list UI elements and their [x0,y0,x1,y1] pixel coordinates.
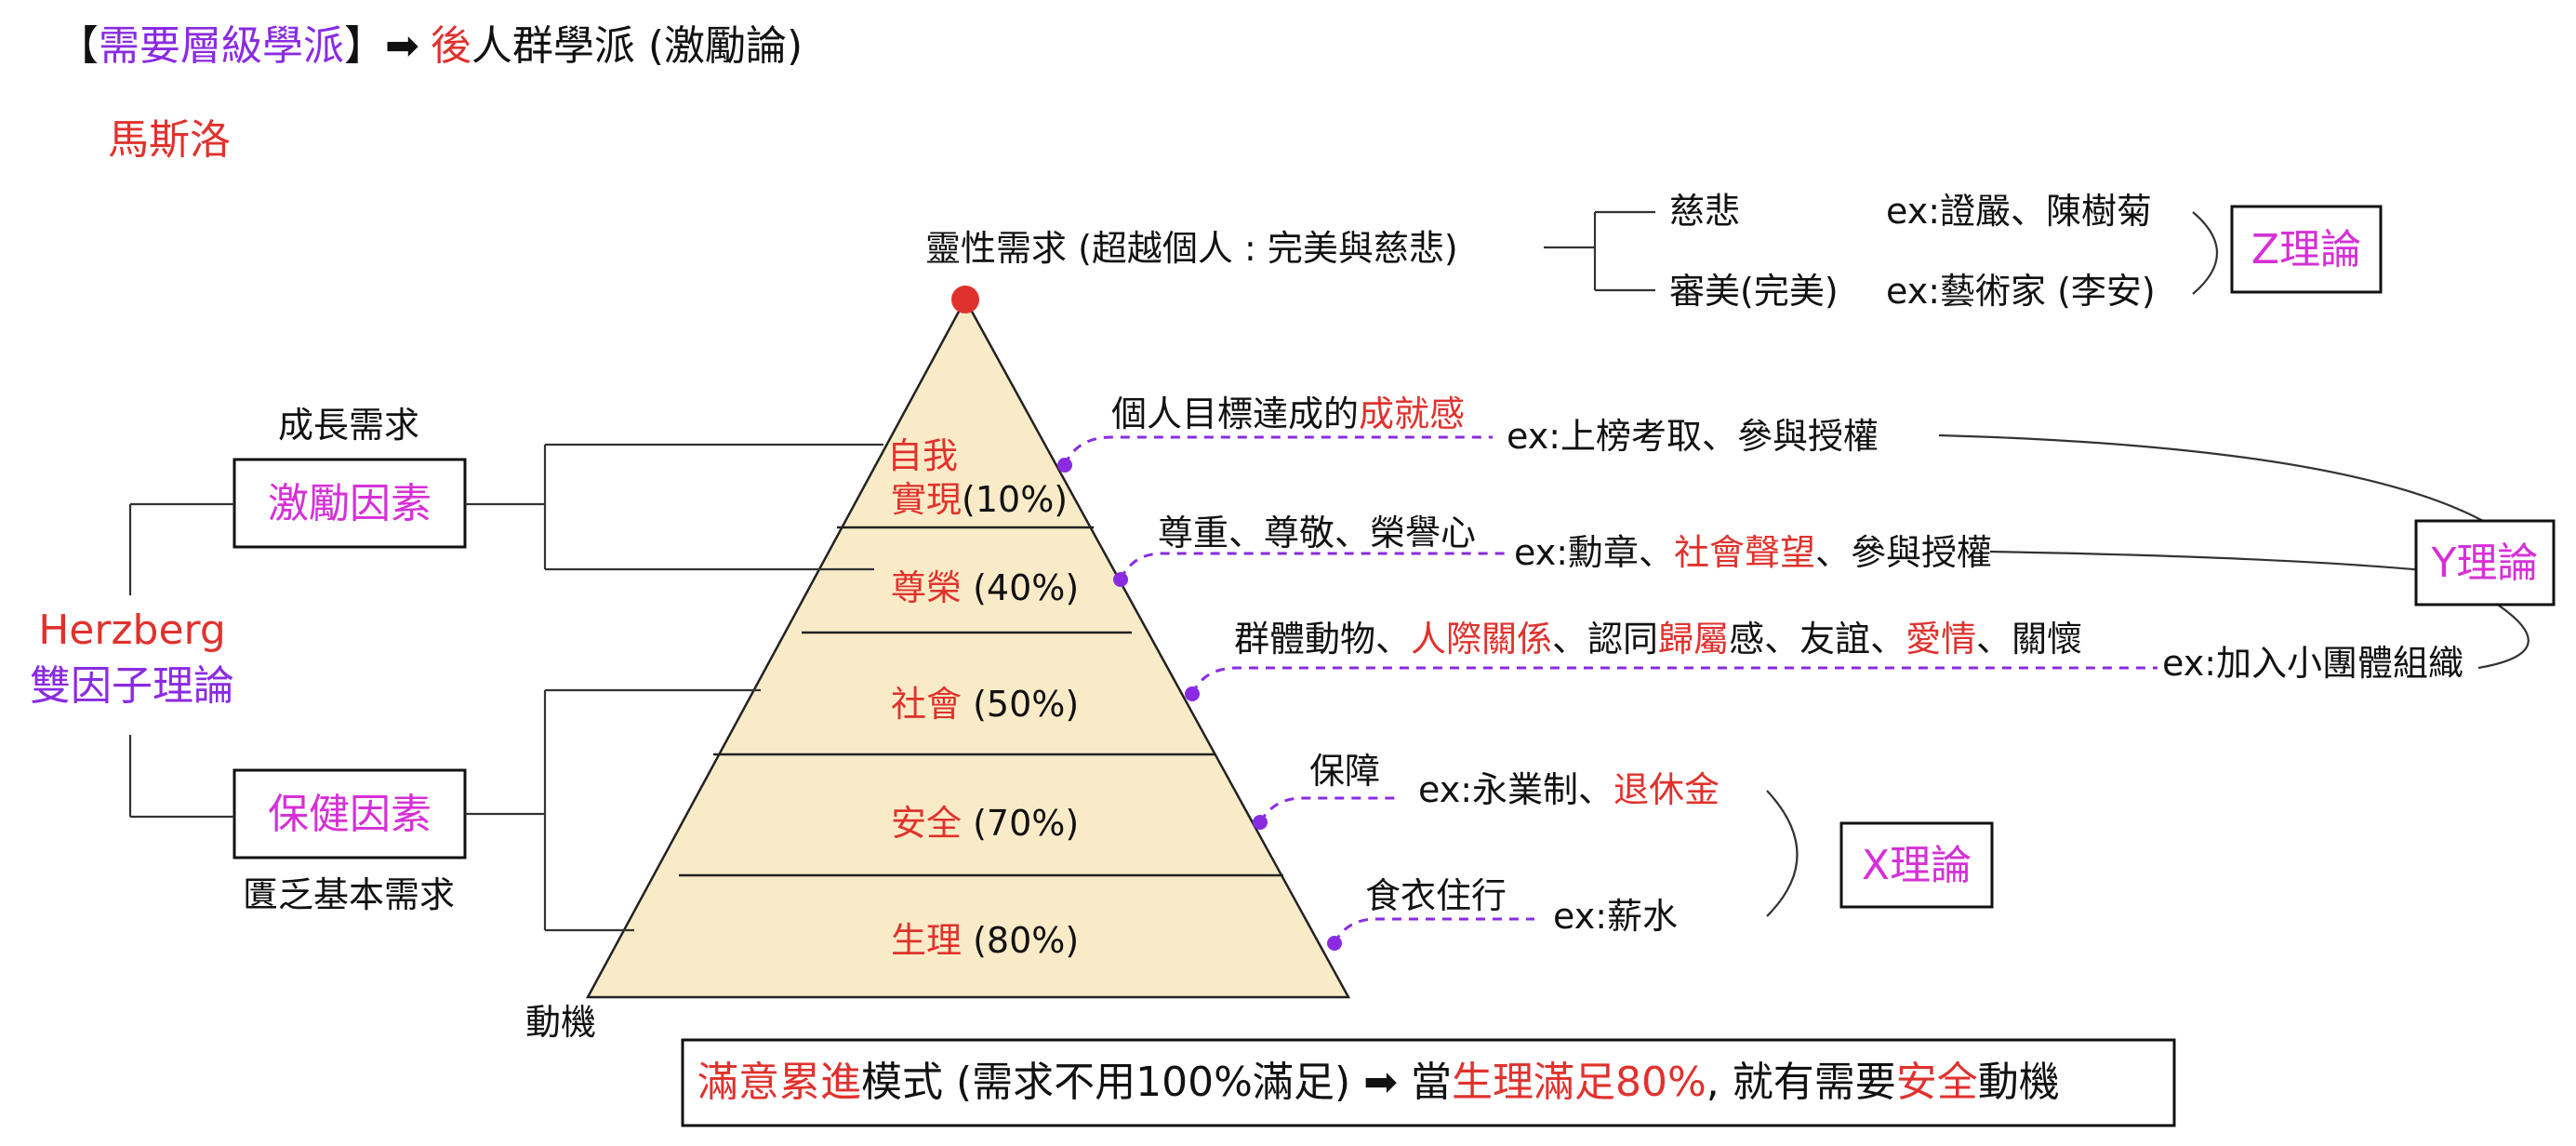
example-physiological: ex:薪水 [1553,896,1678,937]
motivator-connector [465,443,883,571]
maslow-label: 馬斯洛 [108,116,231,164]
shenmei-example: ex:藝術家 (李安) [1886,271,2156,312]
example-self-actualization: ex:上榜考取、參與授權 [1507,416,1879,457]
z-theory-label: Z理論 [2251,226,2361,273]
growth-needs-label: 成長需求 [278,405,419,446]
example-social: ex:加入小團體組織 [2162,643,2463,684]
connector-4 [1119,552,1507,580]
level-self-actualization-line2: 實現(10%) [891,479,1068,520]
cibei-example: ex:證嚴、陳樹菊 [1886,191,2152,232]
motive-label: 動機 [525,1002,596,1043]
level-self-actualization: 自我 [887,435,958,476]
pyramid [585,297,1351,999]
motivator-label: 激勵因素 [268,480,432,527]
herzberg-bracket [128,502,234,819]
connector-5 [1063,435,1493,466]
y-theory-box [2414,519,2556,606]
desc-esteem: 尊重、尊敬、榮譽心 [1158,513,1476,553]
desc-safety: 保障 [1309,751,1380,792]
level-esteem: 尊榮 (40%) [891,567,1079,608]
y-curve-1 [1938,433,2484,522]
y-curve-2 [1989,550,2484,579]
summary-box [681,1038,2176,1127]
x-theory-box [1839,821,1994,909]
herzberg-name: Herzberg [38,606,226,654]
y-curve-3 [2477,594,2530,670]
page-title: 【需要層級學派】➡後人群學派 (激勵論) [58,22,803,70]
z-brace [2192,211,2218,295]
connector-3 [1190,666,2158,695]
hygiene-connector [465,688,761,932]
shenmei-label: 審美(完美) [1669,271,1839,312]
two-factor-theory: 雙因子理論 [30,662,234,710]
pyramid-apex-dot [951,286,979,313]
level-physiological: 生理 (80%) [891,920,1079,961]
desc-physiological: 食衣住行 [1365,875,1507,916]
connector-1 [1333,917,1534,944]
level-social: 社會 (50%) [891,684,1079,725]
x-brace [1766,790,1799,917]
level-safety: 安全 (70%) [891,803,1079,844]
hygiene-label: 保健因素 [268,791,432,838]
connector-2 [1258,796,1395,823]
z-theory-box [2230,205,2383,294]
y-theory-label: Y理論 [2431,540,2539,587]
example-esteem: ex:勳章、社會聲望、參與授權 [1514,532,1992,573]
hygiene-box [232,768,467,860]
desc-self-actualization: 個人目標達成的成就感 [1111,393,1465,434]
summary-text: 滿意累進模式 (需求不用100%滿足) ➡ 當生理滿足80%, 就有需要安全動機 [697,1059,2060,1106]
spiritual-needs: 靈性需求 (超越個人 : 完美與慈悲) [925,228,1458,269]
lack-needs-label: 匱乏基本需求 [243,874,455,915]
x-theory-label: X理論 [1862,842,1972,889]
desc-social: 群體動物、人際關係、認同歸屬感、友誼、愛情、關懷 [1234,619,2082,660]
spiritual-connector [1544,210,1655,292]
example-safety: ex:永業制、退休金 [1418,769,1720,810]
cibei-label: 慈悲 [1669,191,1740,232]
